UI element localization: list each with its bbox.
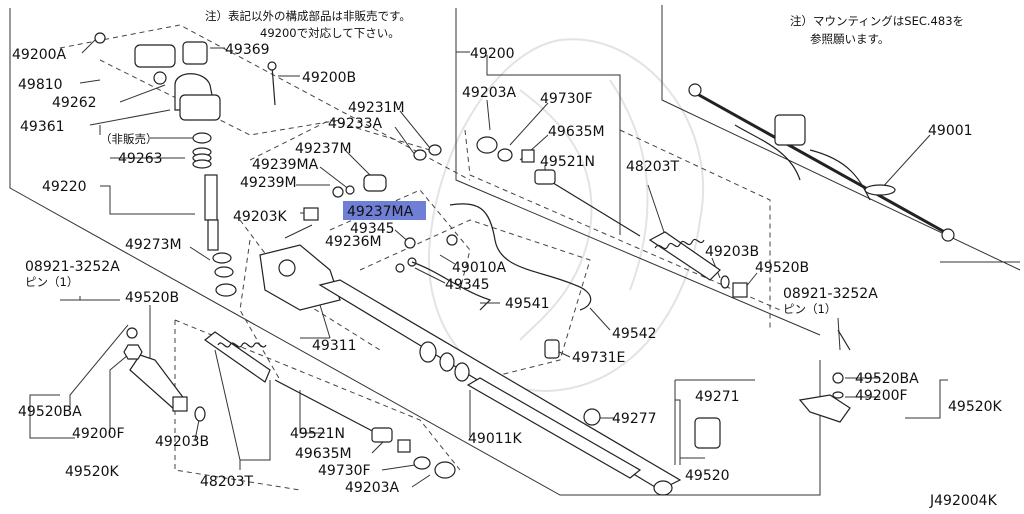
part-label[interactable]: 49231M (348, 100, 405, 116)
not-sold-note: （非販売） (100, 132, 158, 146)
part-label[interactable]: 49311 (312, 338, 357, 354)
part-label[interactable]: 49237M (295, 141, 352, 157)
note-top-center-1: 注）表記以外の構成部品は非販売です。 (205, 9, 411, 23)
diagram-code: J492004K (929, 493, 998, 509)
part-label[interactable]: 48203T (626, 159, 680, 175)
part-label[interactable]: 49520BA (18, 404, 82, 420)
parts (94, 32, 955, 496)
watermark (427, 38, 705, 392)
leader-lines (29, 39, 948, 488)
part-label[interactable]: 49520K (948, 399, 1003, 415)
part-label[interactable]: 49203K (233, 209, 288, 225)
part-label[interactable]: 49730F (318, 463, 371, 479)
part-label[interactable]: 49520B (755, 260, 809, 276)
part-label[interactable]: 49520K (65, 464, 120, 480)
part-label[interactable]: 08921-3252A (783, 286, 878, 302)
group-boundaries (9, 5, 1021, 496)
part-label[interactable]: 49345 (445, 277, 490, 293)
part-label[interactable]: 49273M (125, 237, 182, 253)
label-text: 注）表記以外の構成部品は非販売です。 49200で対応して下さい。 注）マウンテ… (12, 9, 1003, 509)
part-label[interactable]: 49369 (225, 42, 270, 58)
part-label[interactable]: 49236M (325, 234, 382, 250)
part-label[interactable]: 49262 (52, 95, 97, 111)
part-label[interactable]: 49263 (118, 151, 163, 167)
sensor-part (134, 44, 176, 68)
part-label[interactable]: 08921-3252A (25, 259, 120, 275)
selected-part-highlight (343, 201, 426, 220)
part-label[interactable]: 49233A (328, 116, 383, 132)
part-label[interactable]: 49203A (462, 85, 517, 101)
part-label[interactable]: 49541 (505, 296, 550, 312)
part-label[interactable]: 49239M (240, 175, 297, 191)
part-label[interactable]: 49200B (302, 70, 356, 86)
part-label[interactable]: 49810 (18, 77, 63, 93)
part-label[interactable]: 49271 (695, 389, 740, 405)
part-label[interactable]: 49635M (295, 446, 352, 462)
pin-note: ピン（1） (25, 275, 78, 289)
part-label[interactable]: 49011K (468, 431, 523, 447)
part-label-selected[interactable]: 49237MA (347, 204, 414, 220)
part-label[interactable]: 49361 (20, 119, 65, 135)
part-label[interactable]: 49542 (612, 326, 657, 342)
part-label[interactable]: 49277 (612, 411, 657, 427)
part-label[interactable]: 49520 (685, 468, 730, 484)
part-label[interactable]: 49520BA (855, 371, 919, 387)
part-label[interactable]: 49203B (155, 434, 209, 450)
pin-note: ピン（1） (783, 302, 836, 316)
part-label[interactable]: 49635M (548, 124, 605, 140)
part-label[interactable]: 49220 (42, 179, 87, 195)
part-label[interactable]: 49200A (12, 47, 67, 63)
part-label[interactable]: 49010A (452, 260, 507, 276)
part-label[interactable]: 49200F (72, 426, 125, 442)
part-label[interactable]: 49731E (572, 350, 625, 366)
part-label[interactable]: 49730F (540, 91, 593, 107)
part-label[interactable]: 49521N (290, 426, 345, 442)
part-label[interactable]: 48203T (200, 474, 254, 490)
note-top-center-2: 49200で対応して下さい。 (260, 26, 400, 40)
part-label[interactable]: 49521N (540, 154, 595, 170)
part-label[interactable]: 49001 (928, 123, 973, 139)
part-label[interactable]: 49200 (470, 46, 515, 62)
part-label[interactable]: 49239MA (252, 157, 319, 173)
part-label[interactable]: 49203B (705, 244, 759, 260)
note-top-right-2: 参照願います。 (810, 32, 889, 46)
part-label[interactable]: 49203A (345, 480, 400, 496)
note-top-right-1: 注）マウンティングはSEC.483を (790, 14, 964, 28)
part-label[interactable]: 49200F (855, 388, 908, 404)
part-label[interactable]: 49345 (350, 221, 395, 237)
part-label[interactable]: 49520B (125, 290, 179, 306)
